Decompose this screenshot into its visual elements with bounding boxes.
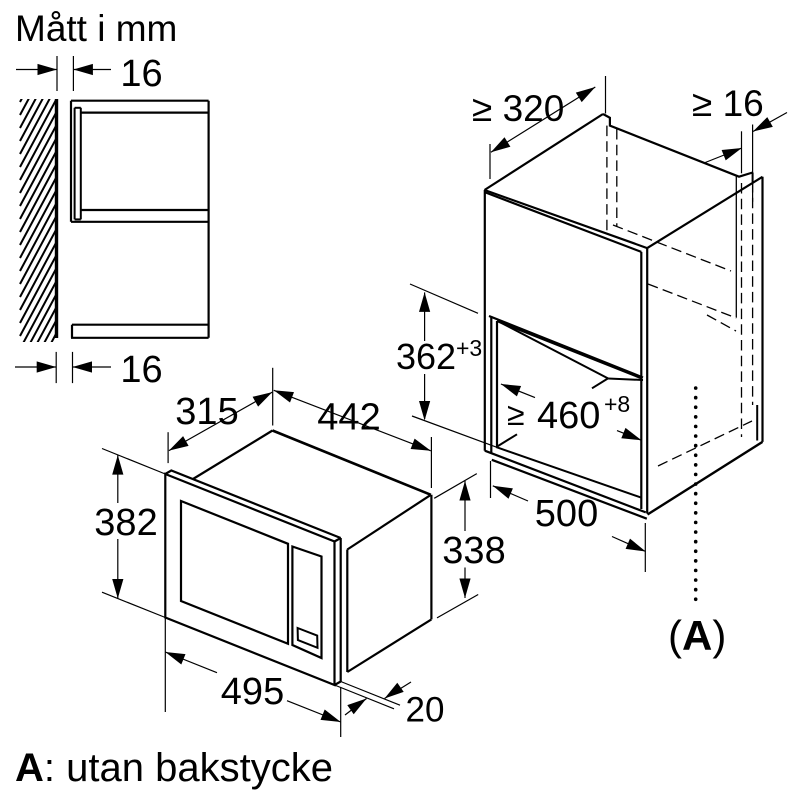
svg-text:442: 442 [317, 397, 380, 439]
svg-text:382: 382 [94, 502, 157, 544]
svg-text:(A): (A) [668, 612, 726, 659]
svg-text:16: 16 [120, 349, 162, 391]
svg-text:16: 16 [120, 53, 162, 95]
svg-text:+8: +8 [604, 391, 630, 417]
svg-text:338: 338 [442, 530, 505, 572]
svg-text:20: 20 [406, 691, 445, 730]
svg-text:Mått i mm: Mått i mm [15, 8, 177, 49]
svg-text:A: utan bakstycke: A: utan bakstycke [15, 746, 333, 790]
svg-text:≥: ≥ [507, 396, 525, 432]
svg-text:≥ 16: ≥ 16 [692, 83, 764, 124]
svg-text:460: 460 [537, 395, 600, 437]
svg-text:500: 500 [535, 493, 598, 535]
svg-text:315: 315 [175, 391, 238, 433]
svg-text:495: 495 [221, 671, 284, 713]
svg-text:≥ 320: ≥ 320 [472, 88, 564, 129]
svg-text:+3: +3 [456, 335, 482, 361]
svg-text:362: 362 [396, 336, 456, 377]
